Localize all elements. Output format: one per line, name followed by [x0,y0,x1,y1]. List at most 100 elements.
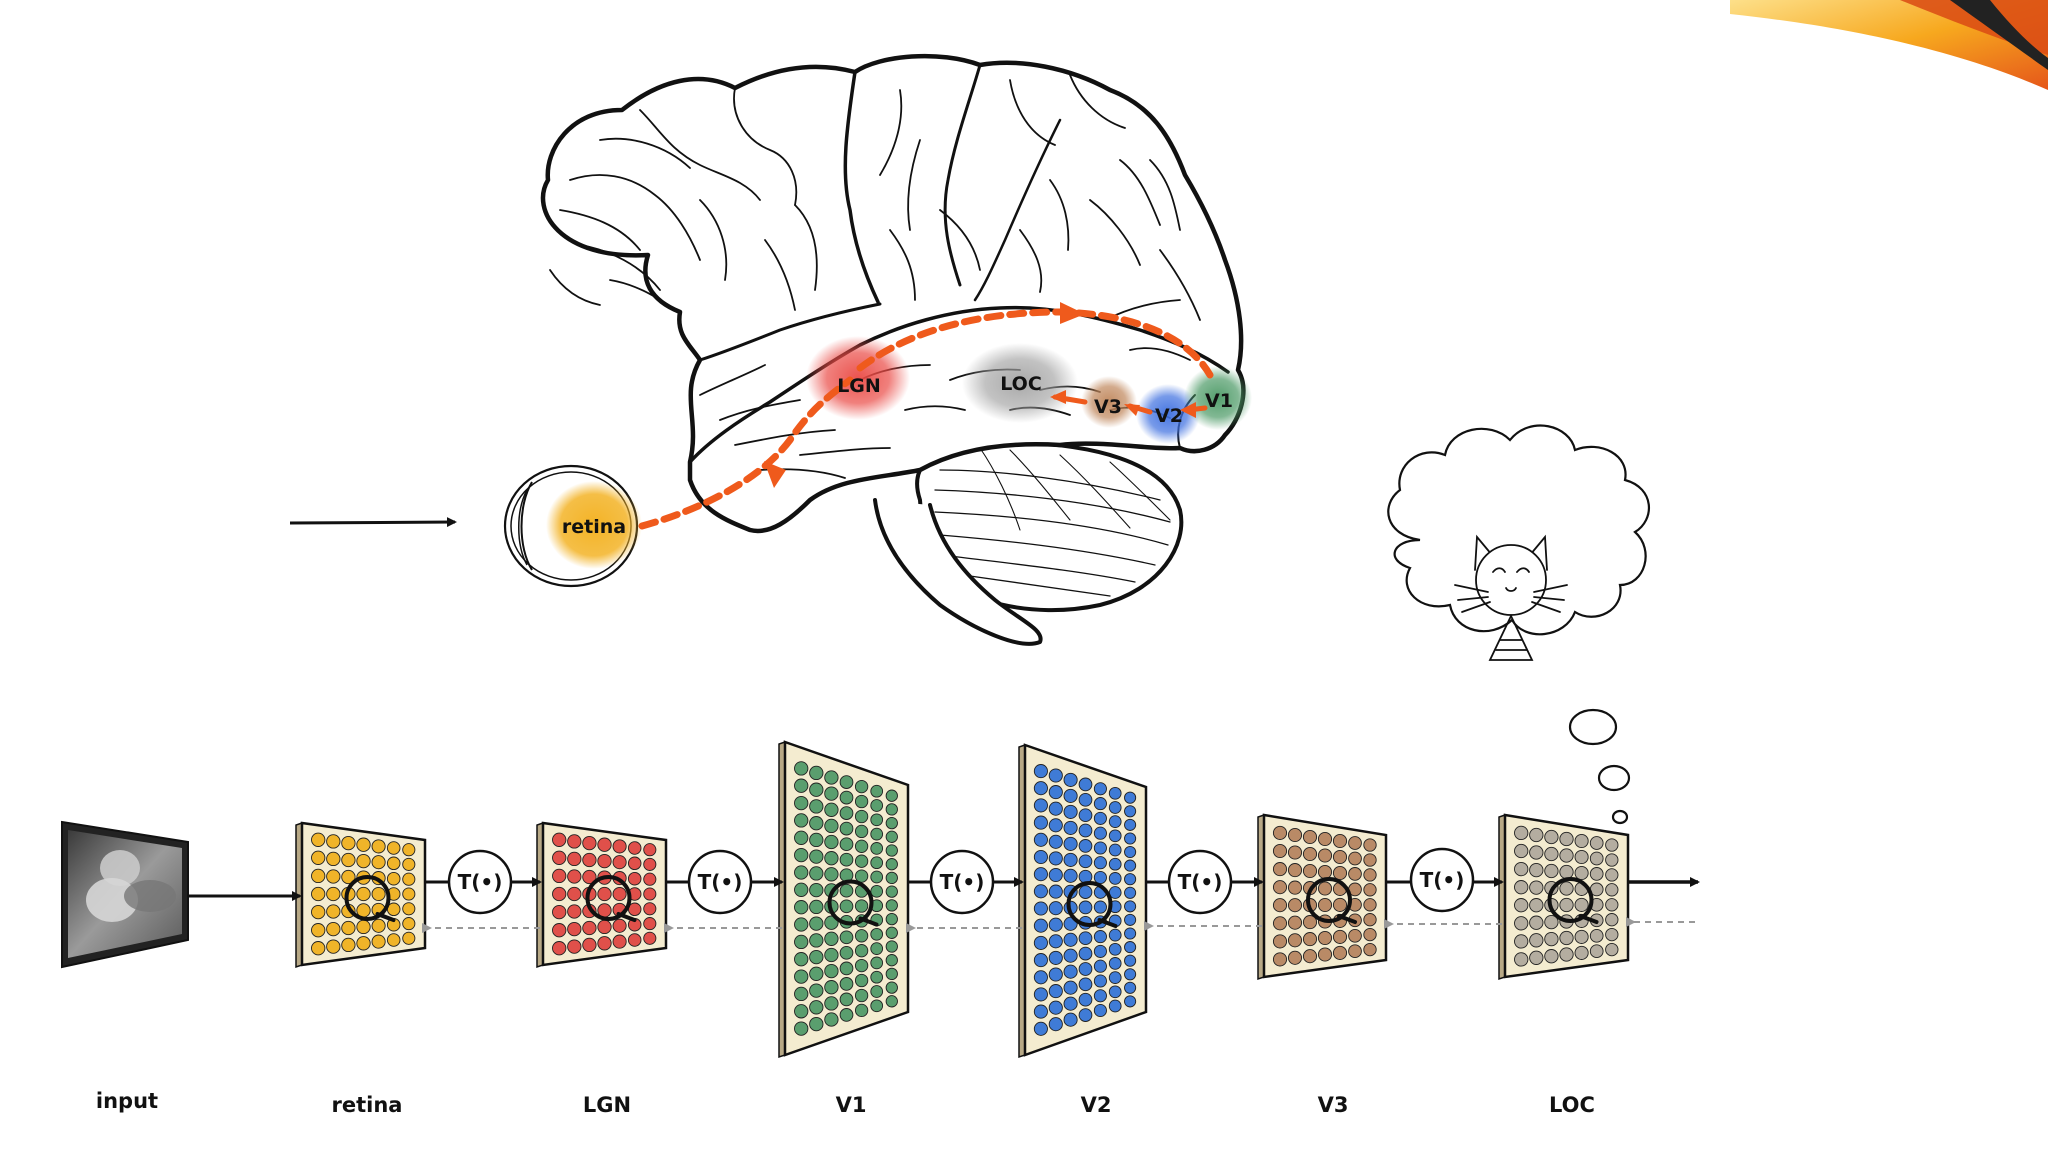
unit-dot [356,837,371,852]
unit-dot [597,837,612,852]
unit-dot [839,961,854,976]
unit-dot [1287,863,1303,878]
unit-dot [854,958,869,973]
unit-dot [1302,846,1318,862]
unit-dot [552,941,567,956]
receptive-field-tail [1337,914,1357,924]
unit-dot [1348,928,1362,943]
unit-dot [809,1000,824,1015]
unit-dot [1574,849,1589,865]
unit-dot [854,973,869,988]
unit-dot [1078,962,1093,976]
unit-dot [341,869,356,885]
unit-dot [870,999,884,1013]
unit-dot [885,844,898,857]
unit-dot [1514,898,1529,913]
unit-dot [870,799,884,812]
unit-dot [1514,861,1529,877]
unit-dot [1033,901,1048,916]
unit-dot [824,931,839,946]
unit-dot [1124,832,1137,845]
unit-dot [870,827,884,841]
unit-dot [1363,868,1377,882]
unit-dot [794,900,809,915]
unit-dot [1287,827,1303,843]
unit-dot [402,931,416,945]
unit-dot [839,790,854,805]
unit-dot [612,886,627,902]
unit-dot [1317,848,1333,863]
unit-dot [885,830,898,843]
unit-dot [552,868,567,884]
unit-dot [824,947,839,963]
unit-dot [1108,843,1122,857]
brainstem [873,498,1043,646]
unit-dot [854,899,869,913]
unit-dot [1033,935,1048,950]
unit-dot [839,775,854,789]
unit-dot [1272,862,1288,877]
region-retina [546,481,642,569]
unit-dot [1574,945,1589,960]
unit-dot [1363,838,1377,852]
unit-dot [1124,995,1137,1008]
unit-dot [1287,950,1303,965]
unit-dot [1317,864,1333,880]
unit-dot [824,786,839,801]
unit-dot [1348,836,1362,850]
unit-dot [1529,862,1544,878]
unit-dot [1048,967,1063,982]
unit-dot [1514,843,1529,859]
unit-dot [582,869,597,885]
unit-dot [870,956,884,970]
unit-dot [1605,942,1619,957]
unit-dot [839,806,854,820]
unit-dot [1048,1000,1063,1015]
unit-dot [1544,829,1559,845]
unit-dot [1124,900,1137,913]
unit-dot [1529,950,1544,965]
unit-dot [1124,886,1137,899]
unit-dot [326,834,341,849]
unit-dot [627,841,642,855]
unit-dot [1078,900,1093,915]
unit-dot [1348,851,1362,866]
receptive-field-tail [1578,914,1599,924]
unit-dot [1272,843,1288,859]
unit-dot [1063,1012,1078,1027]
unit-dot [885,912,898,926]
unit-dot [839,1008,854,1022]
unit-dot [1093,856,1107,870]
unit-dot [567,869,582,884]
unit-dot [1529,880,1544,895]
unit-dot [1093,826,1107,840]
unit-dot [1363,883,1377,897]
unit-dot [809,782,824,797]
unit-dot [1574,897,1589,912]
unit-dot [1033,815,1048,830]
stage-label-lgn: LGN [583,1093,631,1117]
visual-pathway [638,302,1214,530]
unit-dot [1529,845,1544,860]
unit-dot [643,931,657,945]
unit-dot [1033,987,1048,1002]
unit-dot [402,887,416,901]
stage-label-v3: V3 [1318,1093,1349,1117]
unit-dot [1363,853,1377,867]
unit-dot [839,837,854,852]
unit-dot [1544,863,1559,879]
unit-dot [1272,880,1288,895]
unit-dot [567,834,582,849]
unit-dot [612,934,627,949]
unit-dot [1363,942,1377,957]
unit-dot [854,929,869,943]
unit-dot [1078,839,1093,853]
receptive-field-loop [827,879,874,926]
unit-dot [597,936,612,951]
unit-dot [1063,820,1078,835]
unit-dot [1287,880,1303,895]
unit-dot [1124,859,1137,872]
unit-dot [567,904,582,919]
unit-dot [1272,934,1288,949]
